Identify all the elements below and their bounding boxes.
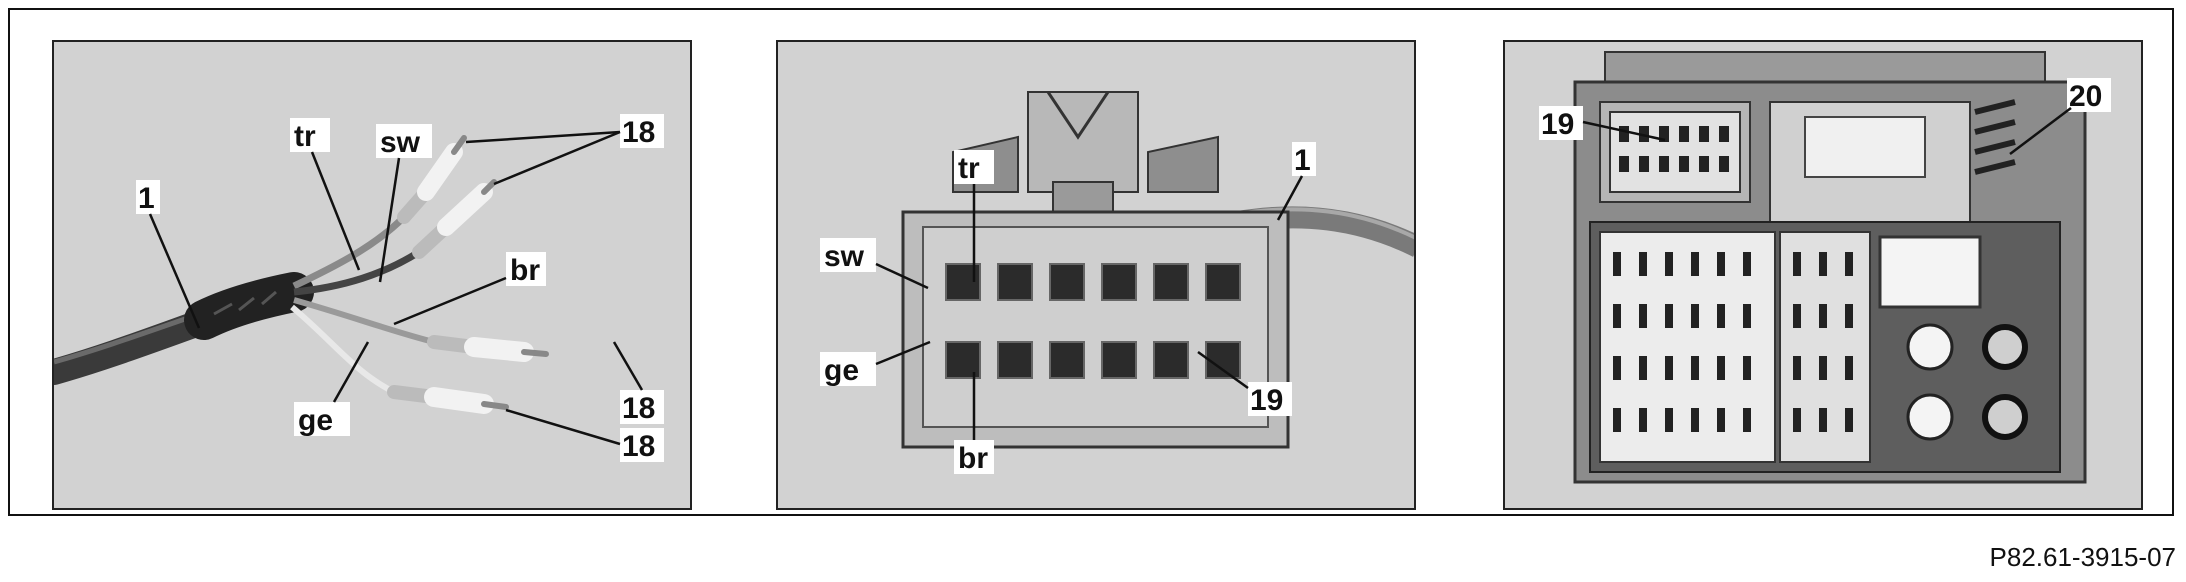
housing-contact bbox=[1717, 408, 1725, 432]
connector-19-pin bbox=[1639, 126, 1649, 142]
label-terminal-18-right: 18 bbox=[612, 341, 664, 425]
connector-19-pin bbox=[1699, 156, 1709, 172]
svg-text:1: 1 bbox=[138, 182, 155, 215]
housing-contact bbox=[1793, 304, 1801, 328]
connector-19-pin bbox=[1719, 126, 1729, 142]
connector-cavity bbox=[1049, 341, 1085, 379]
label-connector-19-housing: 19 bbox=[1539, 106, 1666, 142]
housing-drawing: 19 20 bbox=[1539, 51, 2111, 484]
housing-contact bbox=[1639, 252, 1647, 276]
connector-cavity bbox=[1101, 341, 1137, 379]
connector-19-pin bbox=[1659, 156, 1669, 172]
panel-connector-face: tr 1 sw ge bbox=[776, 40, 1416, 510]
label-wire-br: br bbox=[393, 252, 546, 326]
label-terminal-18-bottom: 18 bbox=[505, 408, 664, 463]
housing-contact bbox=[1665, 356, 1673, 380]
svg-text:18: 18 bbox=[622, 116, 655, 149]
label-wire-ge-connector: ge bbox=[820, 340, 931, 387]
housing-contact bbox=[1819, 304, 1827, 328]
label-wire-tr-connector: tr bbox=[954, 150, 994, 282]
svg-text:sw: sw bbox=[380, 126, 421, 159]
housing-contact bbox=[1793, 356, 1801, 380]
connector-19-pin bbox=[1639, 156, 1649, 172]
housing-contact bbox=[1717, 252, 1725, 276]
label-connector-19: 19 bbox=[1197, 350, 1292, 417]
connector-face-drawing: tr 1 sw ge bbox=[820, 91, 1414, 475]
label-wire-sw: sw bbox=[376, 124, 432, 283]
housing-contact bbox=[1845, 252, 1853, 276]
housing-contact bbox=[1691, 304, 1699, 328]
housing-contact bbox=[1665, 252, 1673, 276]
housing-contact bbox=[1793, 252, 1801, 276]
panel-cable-wires: 1 tr sw br bbox=[52, 40, 692, 510]
label-terminal-18-top: 18 bbox=[465, 114, 664, 186]
housing-contact bbox=[1639, 408, 1647, 432]
housing-contact bbox=[1743, 304, 1751, 328]
housing-contact bbox=[1613, 304, 1621, 328]
connector-cavity bbox=[1101, 263, 1137, 301]
label-cable-1-connector: 1 bbox=[1276, 142, 1316, 221]
svg-text:18: 18 bbox=[622, 392, 655, 425]
label-wire-tr: tr bbox=[290, 118, 361, 271]
housing-contact bbox=[1665, 408, 1673, 432]
connector-19-pin bbox=[1619, 156, 1629, 172]
connector-cavity bbox=[1153, 341, 1189, 379]
housing-contact bbox=[1743, 408, 1751, 432]
connector-19-pin bbox=[1699, 126, 1709, 142]
label-wire-br-connector: br bbox=[954, 372, 994, 475]
connector-19-pin bbox=[1619, 126, 1629, 142]
housing-contact bbox=[1845, 356, 1853, 380]
connector-cavity bbox=[1205, 263, 1241, 301]
housing-contact bbox=[1845, 408, 1853, 432]
housing-contact bbox=[1717, 356, 1725, 380]
svg-text:19: 19 bbox=[1250, 384, 1283, 417]
housing-contact bbox=[1845, 304, 1853, 328]
connector-cavity bbox=[1205, 341, 1241, 379]
housing-contact bbox=[1639, 356, 1647, 380]
housing-contact bbox=[1665, 304, 1673, 328]
housing-contact bbox=[1717, 304, 1725, 328]
svg-text:br: br bbox=[958, 442, 988, 475]
housing-contact bbox=[1819, 356, 1827, 380]
connector-19-pin bbox=[1679, 126, 1689, 142]
svg-text:tr: tr bbox=[958, 152, 980, 185]
svg-text:20: 20 bbox=[2069, 80, 2102, 113]
connector-19-pin bbox=[1659, 126, 1669, 142]
connector-cavity bbox=[1049, 263, 1085, 301]
label-wire-ge: ge bbox=[294, 341, 370, 437]
svg-text:tr: tr bbox=[294, 120, 316, 153]
housing-contact bbox=[1613, 408, 1621, 432]
housing-contact bbox=[1819, 252, 1827, 276]
svg-text:ge: ge bbox=[298, 404, 333, 437]
housing-contact bbox=[1639, 304, 1647, 328]
figure-frame: 1 tr sw br bbox=[8, 8, 2174, 516]
connector-cavity bbox=[1153, 263, 1189, 301]
svg-text:sw: sw bbox=[824, 240, 865, 273]
connector-cavity bbox=[997, 341, 1033, 379]
figure-code: P82.61-3915-07 bbox=[1989, 542, 2176, 572]
cable-wires-drawing: 1 tr sw br bbox=[54, 114, 664, 463]
svg-text:1: 1 bbox=[1294, 144, 1311, 177]
connector-19-pin bbox=[1679, 156, 1689, 172]
connector-cavity bbox=[945, 341, 981, 379]
connector-19-pin bbox=[1719, 156, 1729, 172]
housing-contact bbox=[1743, 252, 1751, 276]
housing-contact bbox=[1743, 356, 1751, 380]
connector-cavity bbox=[997, 263, 1033, 301]
label-cable-1: 1 bbox=[136, 180, 201, 329]
label-wire-sw-connector: sw bbox=[820, 238, 929, 290]
svg-text:ge: ge bbox=[824, 354, 859, 387]
housing-contact bbox=[1691, 408, 1699, 432]
housing-contact bbox=[1691, 356, 1699, 380]
housing-contact bbox=[1613, 252, 1621, 276]
housing-contact bbox=[1613, 356, 1621, 380]
housing-contact bbox=[1793, 408, 1801, 432]
label-housing-20: 20 bbox=[2009, 78, 2111, 155]
svg-text:br: br bbox=[510, 254, 540, 287]
housing-contact bbox=[1819, 408, 1827, 432]
svg-text:19: 19 bbox=[1541, 108, 1574, 141]
panel-housing: 19 20 bbox=[1503, 40, 2143, 510]
svg-text:18: 18 bbox=[622, 430, 655, 463]
housing-contact bbox=[1691, 252, 1699, 276]
